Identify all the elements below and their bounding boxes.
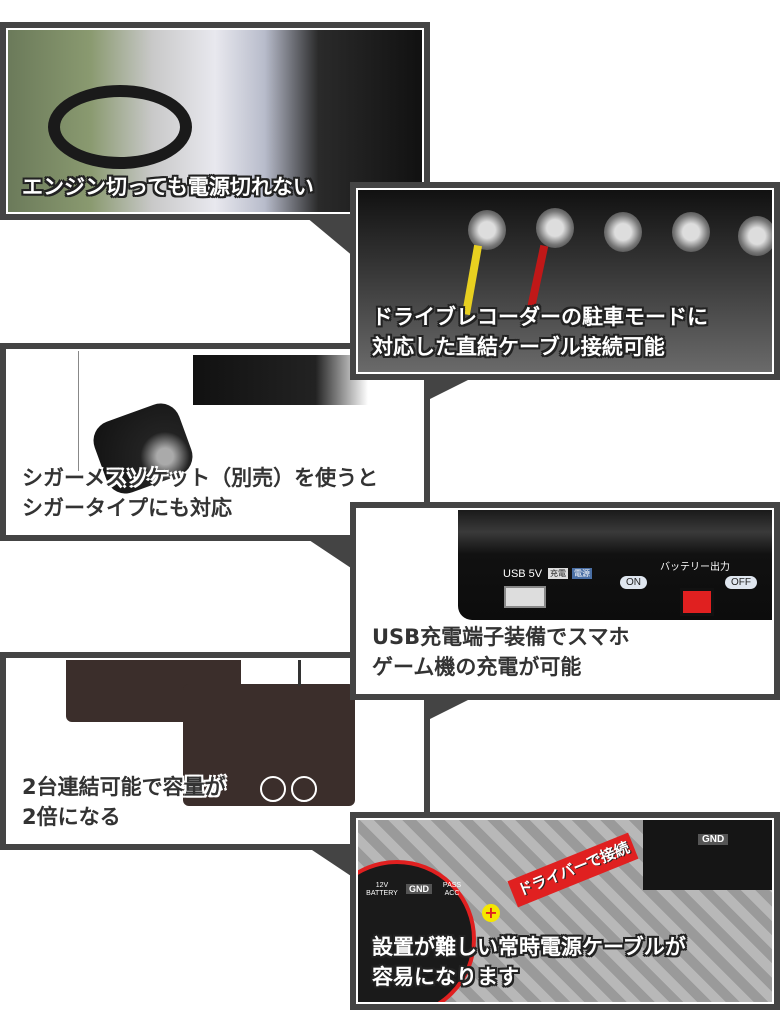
caption: エンジン切っても電源切れない [22,175,314,199]
charge-label: 充電 [548,568,568,579]
caption: ドライブレコーダーの駐車モードに 対応した直結ケーブル接続可能 [372,305,708,359]
power-switch [680,588,714,616]
battery-unit-image [193,355,368,405]
gnd-label: GND [698,834,729,845]
battery-output-label: バッテリー出力 [660,562,730,573]
divider [78,351,79,471]
screw-terminal [672,212,710,252]
port-circle [291,776,317,802]
caption: シガーメスソケット（別売）を使うと シガータイプにも対応 [22,466,379,520]
gnd-label: GND [406,884,432,894]
cable [298,660,301,686]
screw-terminal [738,216,772,256]
off-label: OFF [725,576,757,589]
plus-screwdriver-icon: + [482,904,500,922]
terminal-block-image [643,820,772,890]
panel-easy-install: GND 12V BATTERY GND PASS ACC ドライバーで接続 + … [350,812,780,1010]
screw-terminal [468,210,506,250]
acc-label: PASS ACC [442,882,462,897]
on-label: ON [620,576,647,589]
battery-label: 12V BATTERY [366,882,398,897]
usb-label: USB 5V [503,568,543,580]
panel-direct-cable: ドライブレコーダーの駐車モードに 対応した直結ケーブル接続可能 [350,182,780,380]
caption: 2台連結可能で容量が 2倍になる [22,775,226,829]
usb-port [504,586,546,608]
steering-wheel [48,85,192,169]
caption: USB充電端子装備でスマホ ゲーム機の充電が可能 [372,625,630,679]
port-circle [260,776,286,802]
screw-terminal [536,208,574,248]
caption: 設置が難しい常時電源ケーブルが 容易になります [372,935,686,989]
panel-engine-off: エンジン切っても電源切れない [0,22,430,220]
panel-usb-charging: USB 5V 充電 電源 バッテリー出力 ON OFF USB充電端子装備でスマ… [350,502,780,700]
screw-terminal [604,212,642,252]
power-label: 電源 [572,568,592,579]
